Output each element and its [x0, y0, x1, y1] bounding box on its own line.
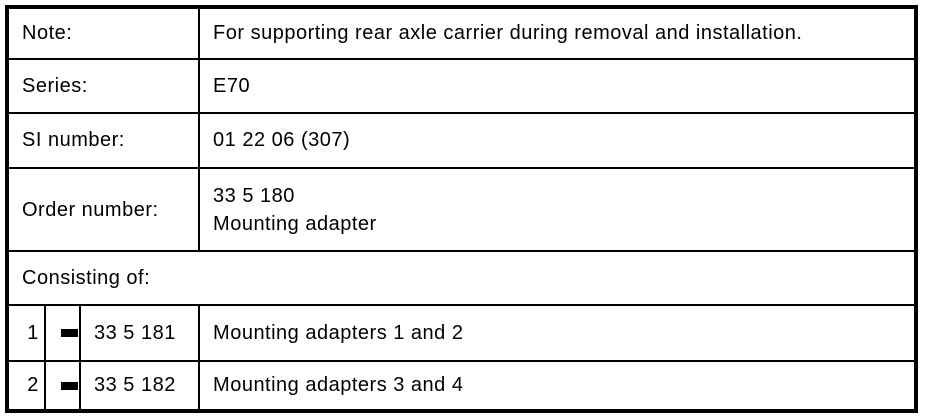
table-row-note: Note: For supporting rear axle carrier d… [5, 6, 917, 60]
equals-dash-icon [60, 329, 78, 338]
table-row-part-1: 1 33 5 181 Mounting adapters 1 and 2 [6, 304, 917, 362]
si-number-value: 01 22 06 (307) [198, 112, 917, 169]
note-value: For supporting rear axle carrier during … [198, 6, 917, 60]
order-number-name: Mounting adapter [213, 212, 377, 235]
part-separator-cell [44, 304, 81, 362]
series-value: E70 [198, 58, 917, 114]
order-number-value: 33 5 180 Mounting adapter [198, 167, 917, 252]
consisting-of-header: Consisting of: [6, 250, 917, 306]
equals-dash-icon [60, 381, 78, 390]
tool-spec-table: Note: For supporting rear axle carrier d… [5, 5, 918, 413]
table-row-section-header: Consisting of: [6, 250, 917, 306]
table-row-order-number: Order number: 33 5 180 Mounting adapter [5, 167, 917, 252]
table-row-part-2: 2 33 5 182 Mounting adapters 3 and 4 [6, 360, 917, 412]
si-number-label: SI number: [5, 112, 201, 169]
part-separator-cell [44, 360, 81, 412]
table-row-series: Series: E70 [5, 58, 917, 114]
part-number: 33 5 181 [78, 304, 201, 362]
note-label: Note: [5, 6, 201, 60]
part-description: Mounting adapters 1 and 2 [198, 304, 917, 362]
series-label: Series: [5, 58, 201, 114]
part-description: Mounting adapters 3 and 4 [198, 360, 917, 412]
part-number: 33 5 182 [78, 360, 201, 412]
order-number-label: Order number: [5, 167, 201, 252]
table-row-si-number: SI number: 01 22 06 (307) [5, 112, 917, 169]
part-item-number: 2 [6, 360, 46, 412]
part-item-number: 1 [6, 304, 46, 362]
order-number-code: 33 5 180 [213, 184, 295, 207]
